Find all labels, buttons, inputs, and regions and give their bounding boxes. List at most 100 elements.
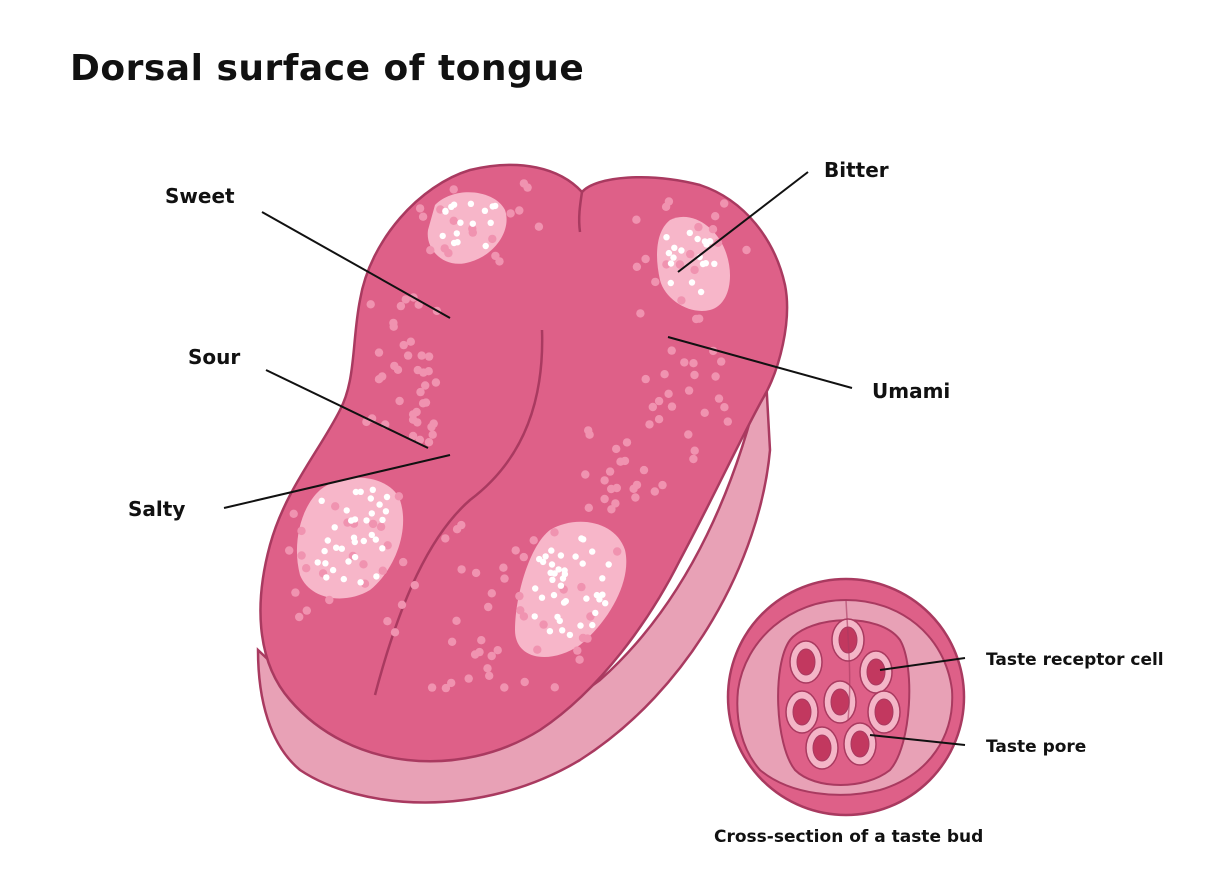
papilla-dot (708, 225, 718, 234)
papilla-dot (706, 238, 714, 245)
papilla-dot (447, 678, 456, 688)
papilla-dot (613, 547, 622, 556)
papilla-dot (589, 621, 596, 629)
papilla-dot (654, 396, 664, 406)
papilla-dot (468, 224, 477, 233)
papilla-dot (374, 348, 384, 357)
papilla-dot (711, 260, 718, 267)
papilla-dot (297, 551, 306, 560)
papilla-dot (441, 534, 450, 543)
papilla-dot (485, 671, 494, 680)
papilla-dot (714, 394, 724, 403)
papilla-dot (302, 606, 311, 615)
papilla-dot (536, 555, 543, 563)
papilla-dot (378, 372, 387, 381)
papilla-dot (421, 381, 430, 390)
papilla-dot (678, 247, 685, 254)
papilla-dot (426, 246, 435, 255)
papilla-dot (675, 260, 685, 269)
papilla-dot (314, 559, 321, 566)
papilla-dot (600, 494, 609, 504)
papilla-dot (491, 251, 500, 261)
papilla-dot (376, 501, 383, 508)
papilla-dot (742, 245, 751, 255)
papilla-dot (697, 288, 705, 296)
papilla-dot (579, 560, 586, 567)
papilla-dot (352, 488, 360, 496)
papilla-dot (660, 370, 669, 379)
papilla-dot (487, 589, 496, 598)
papilla-dot (449, 216, 458, 225)
papilla-dot (641, 254, 650, 264)
papilla-dot (457, 565, 466, 574)
cell-nucleus (796, 648, 816, 676)
papilla-dot (379, 545, 386, 552)
papilla-dot (650, 487, 659, 496)
papilla-dot (325, 595, 334, 605)
papilla-dot (401, 295, 410, 304)
papilla-dot (605, 561, 612, 568)
papilla-dot (550, 591, 558, 599)
papilla-dot (322, 560, 329, 567)
papilla-dot (366, 300, 375, 309)
papilla-dot (368, 531, 375, 539)
papilla-dot (424, 352, 434, 361)
papilla-dot (343, 507, 350, 514)
leader-bitter (677, 171, 809, 273)
papilla-dot (554, 613, 561, 621)
papilla-dot (632, 215, 641, 224)
papilla-dot (533, 645, 542, 654)
papilla-dot (506, 209, 515, 218)
papilla-dot (641, 374, 650, 384)
papilla-dot (324, 537, 331, 544)
papilla-dot (562, 598, 569, 605)
papilla-dot (450, 201, 458, 208)
papilla-dot (534, 222, 544, 231)
median-sulcus (373, 329, 544, 696)
papilla-dot (297, 526, 306, 536)
papilla-dot (367, 495, 374, 502)
papilla-dot (593, 591, 601, 599)
papilla-dot (408, 431, 418, 441)
papilla-dot (688, 279, 696, 286)
papilla-dot (444, 248, 453, 258)
papilla-dot (631, 493, 640, 502)
papilla-dot (680, 358, 689, 367)
leader-umami (667, 336, 853, 389)
papilla-dot (331, 502, 340, 511)
cell-nucleus (866, 658, 886, 686)
papilla-dot (589, 548, 596, 555)
papilla-dot (636, 309, 645, 318)
papilla-dot (453, 230, 460, 237)
papilla-dot (557, 552, 565, 559)
papilla-dot (360, 537, 367, 545)
papilla-dot (351, 553, 359, 561)
papilla-dot (620, 456, 630, 466)
papilla-dot (583, 634, 592, 643)
papilla-dot (577, 582, 586, 592)
papilla-dot (333, 544, 340, 551)
papilla-dot (584, 503, 593, 512)
papilla-dot (667, 279, 674, 287)
papilla-dot (684, 386, 694, 395)
papilla-dot (599, 575, 606, 582)
papilla-dot (427, 683, 437, 692)
papilla-dot (378, 566, 387, 575)
papilla-dot (670, 254, 677, 261)
papilla-dot (415, 435, 425, 444)
page-title: Dorsal surface of tongue (70, 48, 585, 89)
papilla-dot (600, 476, 609, 485)
papilla-dot (690, 446, 699, 455)
cell-nucleus (792, 698, 812, 726)
papilla-dot (382, 508, 390, 515)
papilla-dot (368, 510, 375, 517)
papilla-dot (661, 202, 671, 211)
papilla-dot (289, 509, 298, 518)
leader-salty (223, 454, 451, 509)
papilla-dot (394, 492, 404, 501)
papilla-dot (447, 637, 457, 646)
papilla-dot (519, 612, 529, 621)
papilla-dot (550, 683, 559, 692)
papilla-dot (413, 365, 422, 375)
papilla-dot (580, 536, 587, 543)
